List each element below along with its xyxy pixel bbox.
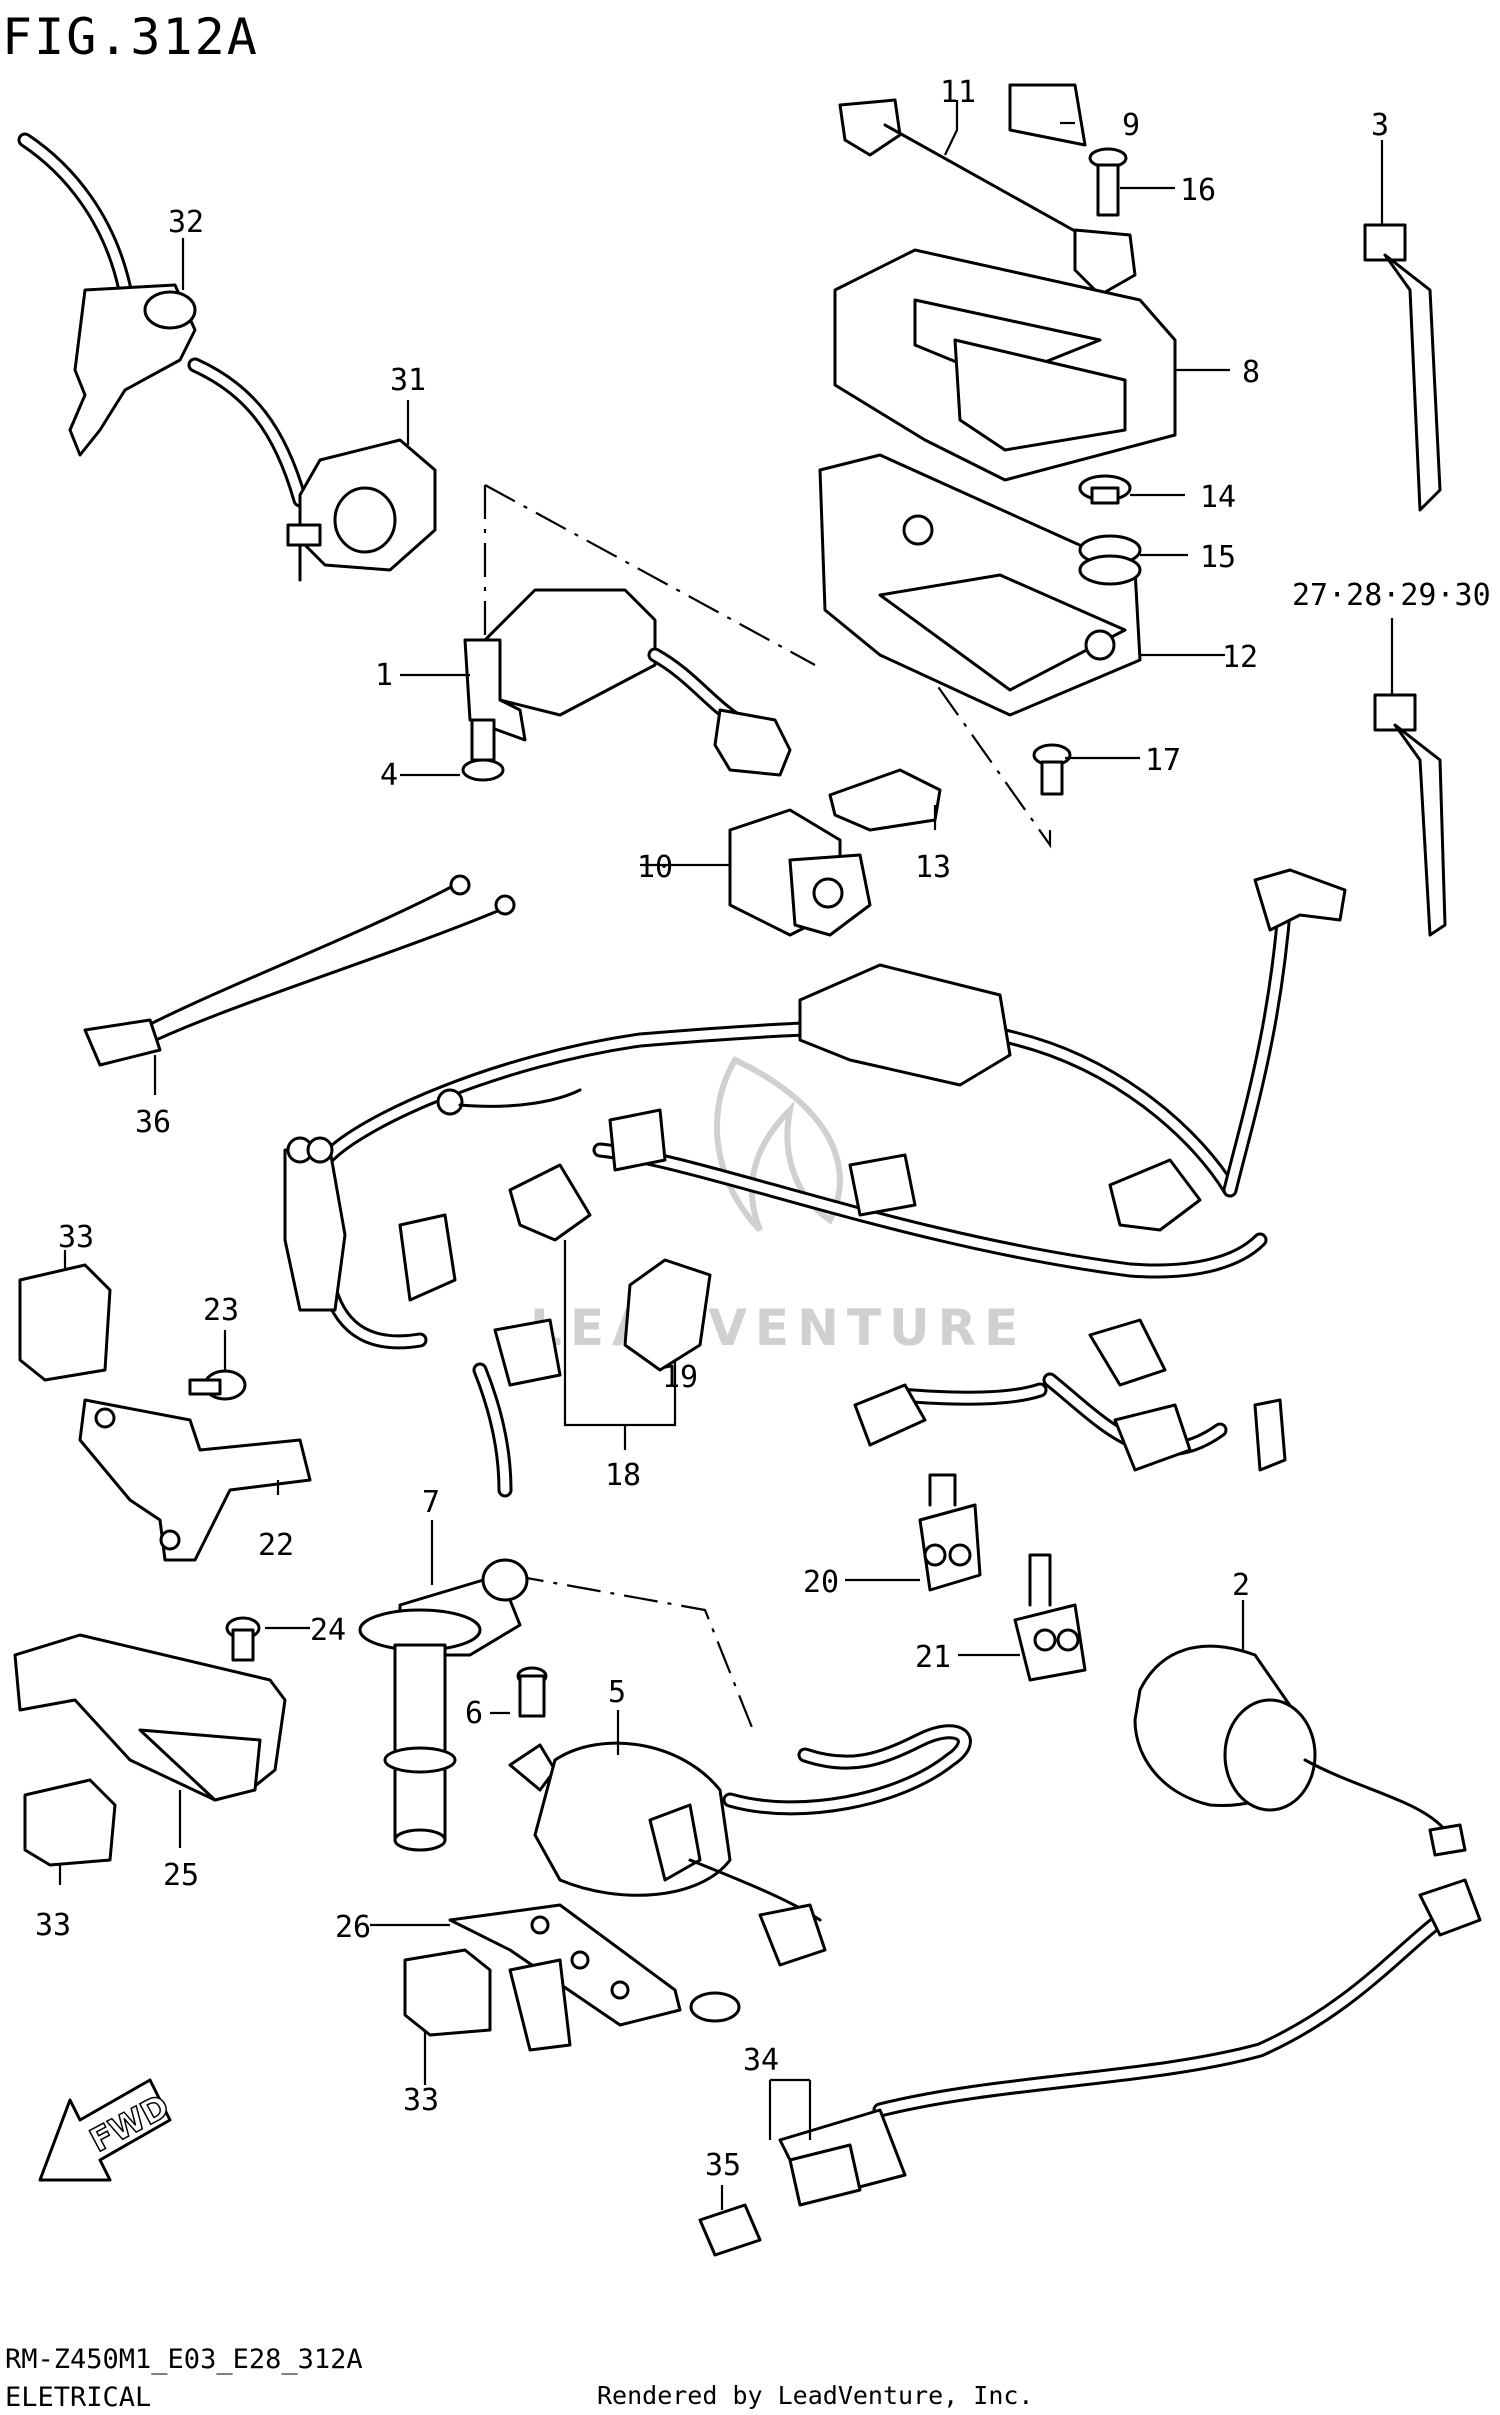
kill-switch [17, 132, 308, 508]
watermark-text: LEADVENTURE [530, 1299, 1026, 1357]
connector-19 [623, 1258, 712, 1372]
bracket-25 [13, 1633, 287, 1802]
callout-24: 24 [310, 1613, 346, 1648]
callout-34: 34 [743, 2043, 779, 2078]
bracket-22 [78, 1398, 312, 1562]
grommet-14 [1078, 474, 1132, 505]
callout-9: 9 [1122, 108, 1140, 143]
pad-33-a [18, 1263, 112, 1382]
callout-8: 8 [1242, 355, 1260, 390]
callout-36: 36 [135, 1105, 171, 1140]
ref-line-1 [483, 484, 816, 666]
sub-harness [778, 1878, 1482, 2207]
fuse-35 [698, 2203, 762, 2257]
pad-9 [1008, 83, 1087, 147]
callout-4: 4 [380, 758, 398, 793]
callout-7: 7 [422, 1485, 440, 1520]
callout-5: 5 [608, 1675, 626, 1710]
callout-31: 31 [390, 363, 426, 398]
cushion-15 [1078, 534, 1142, 586]
forward-arrow: FWD [38, 2078, 176, 2182]
cable-tie-3 [1363, 223, 1442, 512]
pad-33-b [23, 1778, 117, 1867]
ecm-bracket [818, 453, 1142, 717]
rendered-by: Rendered by LeadVenture, Inc. [597, 2381, 1034, 2410]
screw-23 [188, 1369, 247, 1401]
spark-plug-cap [358, 1558, 529, 1852]
section-name: ELETRICAL [5, 2382, 151, 2413]
callout-22: 22 [258, 1528, 294, 1563]
callout-2: 2 [1232, 1568, 1250, 1603]
screw-17 [1032, 743, 1072, 796]
ground-lead [83, 874, 516, 1067]
callout-12: 12 [1222, 640, 1258, 675]
model-code: RM-Z450M1_E03_E28_312A [5, 2344, 363, 2375]
clip-13 [828, 768, 942, 832]
hour-meter [1133, 1644, 1467, 1857]
callout-23: 23 [203, 1293, 239, 1328]
callout-18: 18 [605, 1458, 641, 1493]
screw-16 [1088, 147, 1128, 217]
callout-17: 17 [1145, 743, 1181, 778]
ref-line-2 [904, 639, 1052, 849]
callout-14: 14 [1200, 480, 1236, 515]
ecm-unit [833, 248, 1177, 482]
figure-title: FIG.312A [2, 8, 259, 66]
callout-13: 13 [915, 850, 951, 885]
ref-line-3 [509, 1573, 757, 1736]
callout-1: 1 [375, 658, 393, 693]
callout-10: 10 [637, 850, 673, 885]
callout-20: 20 [803, 1565, 839, 1600]
leader-lines [58, 100, 1394, 2210]
callout-33-b: 33 [35, 1908, 71, 1943]
screw-6 [516, 1666, 548, 1718]
pad-33-c [403, 1948, 492, 2037]
mounting-band [838, 98, 1137, 297]
start-switch [286, 438, 437, 582]
cable-tie-27-30 [1373, 693, 1447, 937]
connector-21 [1013, 1553, 1087, 1682]
ignition-coil [508, 1724, 972, 1967]
callout-19: 19 [662, 1360, 698, 1395]
callout-labels: 32 31 1 4 10 11 9 16 8 14 15 12 17 13 3 … [35, 75, 1491, 2183]
connector-20 [918, 1473, 982, 1592]
wiring-harness [283, 868, 1347, 1498]
plate-26 [448, 1903, 741, 2052]
callout-35: 35 [705, 2148, 741, 2183]
callout-32: 32 [168, 205, 204, 240]
callout-16: 16 [1180, 173, 1216, 208]
connector-10 [728, 808, 872, 937]
callout-25: 25 [163, 1858, 199, 1893]
callout-26: 26 [335, 1910, 371, 1945]
regulator-unit [463, 588, 792, 777]
watermark: LEADVENTURE [530, 1056, 1026, 1357]
callout-21: 21 [915, 1640, 951, 1675]
callout-11: 11 [940, 75, 976, 110]
bolt-4 [461, 718, 505, 782]
callout-33-a: 33 [58, 1220, 94, 1255]
callout-3: 3 [1371, 108, 1389, 143]
callout-15: 15 [1200, 540, 1236, 575]
screw-24 [225, 1616, 261, 1662]
callout-6: 6 [465, 1696, 483, 1731]
callout-33-c: 33 [403, 2083, 439, 2118]
callout-27-30: 27·28·29·30 [1292, 578, 1491, 613]
